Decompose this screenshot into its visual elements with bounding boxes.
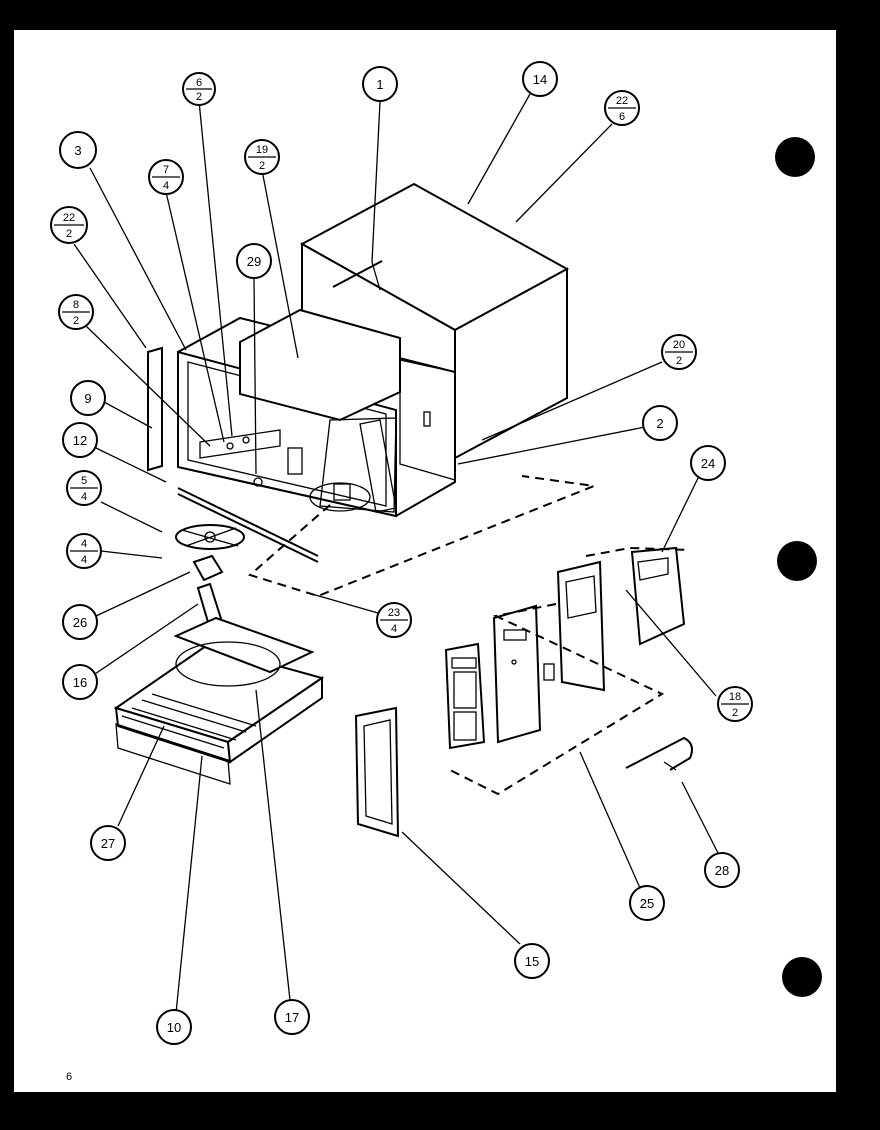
callout-29-label: 29 (247, 254, 261, 269)
callout-14-label: 14 (533, 72, 547, 87)
callout-22-2-den: 2 (66, 228, 72, 240)
page-number: 6 (66, 1071, 72, 1083)
temperature-probe (625, 736, 693, 771)
callout-5-4: 5 4 (66, 470, 102, 506)
callout-25-label: 25 (640, 896, 654, 911)
side-strip (147, 346, 163, 472)
callout-19-2-den: 2 (259, 160, 265, 172)
base-pan (113, 616, 325, 785)
callout-22-6-num: 22 (616, 95, 628, 107)
callout-20-2-num: 20 (673, 339, 685, 351)
callout-9-label: 9 (84, 391, 91, 406)
callout-18-2-den: 2 (732, 707, 738, 719)
callout-19-2-num: 19 (256, 144, 268, 156)
callout-16: 16 (62, 664, 98, 700)
callout-10-label: 10 (167, 1020, 181, 1035)
callout-7-4-den: 4 (163, 180, 169, 192)
callout-12-label: 12 (73, 433, 87, 448)
callout-25: 25 (629, 885, 665, 921)
callout-1: 1 (362, 66, 398, 102)
callout-28-label: 28 (715, 863, 729, 878)
callout-2-label: 2 (656, 416, 663, 431)
callout-24: 24 (690, 445, 726, 481)
callout-6-2-den: 2 (196, 91, 202, 103)
callout-17-label: 17 (285, 1010, 299, 1025)
callout-7-4: 7 4 (148, 159, 184, 195)
callout-22-6: 22 6 (604, 90, 640, 126)
callout-8-2: 8 2 (58, 294, 94, 330)
callout-18-2: 18 2 (717, 686, 753, 722)
callout-4-4: 4 4 (66, 533, 102, 569)
callout-8-2-den: 2 (73, 315, 79, 327)
callout-14: 14 (522, 61, 558, 97)
callout-8-2-num: 8 (73, 299, 79, 311)
binder-hole-top (775, 137, 815, 177)
callout-15-label: 15 (525, 954, 539, 969)
binder-hole-bottom (782, 957, 822, 997)
callout-22-2-num: 22 (63, 212, 75, 224)
callout-16-label: 16 (73, 675, 87, 690)
door-frame (354, 706, 400, 838)
callout-1-label: 1 (376, 77, 383, 92)
callout-23-4: 23 4 (376, 602, 412, 638)
callout-27-label: 27 (101, 836, 115, 851)
callout-27: 27 (90, 825, 126, 861)
callout-4-4-num: 4 (81, 538, 87, 550)
callout-23-4-num: 23 (388, 607, 400, 619)
callout-3-label: 3 (74, 143, 81, 158)
control-panel (444, 546, 686, 750)
callout-18-2-num: 18 (729, 691, 741, 703)
callout-19-2: 19 2 (244, 139, 280, 175)
callout-20-2: 20 2 (661, 334, 697, 370)
callout-7-4-num: 7 (163, 164, 169, 176)
control-outline-dash (449, 603, 665, 796)
callout-26: 26 (62, 604, 98, 640)
microwave-chassis (177, 308, 456, 563)
callout-6-2-num: 6 (196, 77, 202, 89)
callout-28: 28 (704, 852, 740, 888)
callout-6-2: 6 2 (182, 72, 216, 106)
leader-lines (73, 93, 719, 1014)
callout-3: 3 (59, 131, 97, 169)
callout-15: 15 (514, 943, 550, 979)
base-outline-dash (247, 475, 598, 598)
callout-24-label: 24 (701, 456, 715, 471)
callout-20-2-den: 2 (676, 355, 682, 367)
callout-10: 10 (156, 1009, 192, 1045)
callout-5-4-den: 4 (81, 491, 87, 503)
callout-5-4-num: 5 (81, 475, 87, 487)
callout-22-2: 22 2 (50, 206, 88, 244)
callout-23-4-den: 4 (391, 623, 397, 635)
callout-26-label: 26 (73, 615, 87, 630)
callout-2: 2 (642, 405, 678, 441)
callout-4-4-den: 4 (81, 554, 87, 566)
stirrer-motor (175, 524, 245, 582)
callout-29: 29 (236, 243, 272, 279)
callout-9: 9 (70, 380, 106, 416)
binder-hole-middle (777, 541, 817, 581)
callout-12: 12 (62, 422, 98, 458)
callout-22-6-den: 6 (619, 111, 625, 123)
callout-17: 17 (274, 999, 310, 1035)
